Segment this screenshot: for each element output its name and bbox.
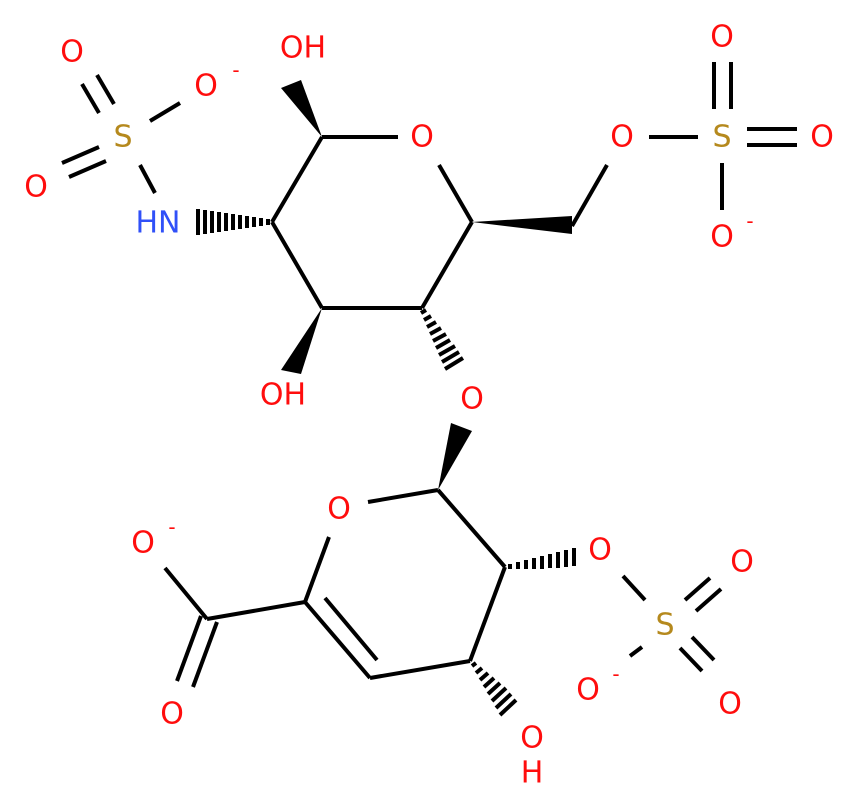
atom-o-ring-bottom: O bbox=[327, 492, 351, 527]
atom-o-carboxylate-minus: O bbox=[131, 526, 155, 561]
atom-o-2sulfate-ester: O bbox=[588, 533, 612, 568]
atom-o-glycosidic: O bbox=[460, 382, 484, 417]
atom-o-nsulfate-eq1: O bbox=[60, 35, 84, 70]
atom-o-carboxylate-eq: O bbox=[160, 697, 184, 732]
charge-6sulfate: - bbox=[746, 209, 753, 233]
charge-carboxylate: - bbox=[168, 515, 175, 539]
atom-s-6sulfate: S bbox=[712, 120, 731, 155]
n-sulfate-bonds bbox=[61, 73, 182, 194]
atom-s-nsulfate: S bbox=[113, 120, 132, 155]
top-ring-bonds bbox=[270, 135, 474, 310]
atom-s-2sulfate: S bbox=[655, 608, 674, 643]
hash-bond-c3prime-oh bbox=[470, 661, 518, 717]
atom-o-2sulfate-bottom: O bbox=[718, 687, 742, 722]
atom-oh-c4-bottom-o: O bbox=[520, 721, 544, 756]
2-sulfate-bonds bbox=[621, 574, 723, 673]
hash-bond-c2-nh bbox=[196, 209, 270, 235]
atom-o-2sulfate-minus: O bbox=[576, 673, 600, 708]
wedge-bond-c5-ch2 bbox=[472, 216, 572, 234]
bottom-ring-bonds bbox=[303, 488, 507, 680]
hash-bond-c2prime-o bbox=[508, 548, 576, 569]
atom-o-6sulfate-right: O bbox=[810, 120, 834, 155]
carboxylate-bonds bbox=[163, 566, 306, 688]
atom-nh: HN bbox=[136, 206, 181, 241]
atom-o-6sulfate-minus: O bbox=[710, 220, 734, 255]
atom-oh-anomeric: OH bbox=[280, 31, 326, 66]
atom-o-2sulfate-top: O bbox=[730, 545, 754, 580]
charge-nsulfate: - bbox=[232, 58, 239, 82]
wedge-bond-c1prime-o bbox=[438, 423, 472, 490]
atom-o-ring-top: O bbox=[410, 120, 434, 155]
6-sulfate-bonds bbox=[570, 62, 797, 227]
charge-2sulfate: - bbox=[612, 662, 619, 686]
atom-oh-c3: OH bbox=[260, 378, 306, 413]
hash-bond-c4-o bbox=[419, 308, 465, 371]
atom-o-6sulfate-top: O bbox=[710, 20, 734, 55]
wedge-bond-c1-oh bbox=[281, 80, 322, 137]
atom-o-nsulfate-minus: O bbox=[194, 69, 218, 104]
atom-o-nsulfate-eq2: O bbox=[24, 170, 48, 205]
atom-oh-c4-bottom-h: H bbox=[521, 756, 544, 791]
wedge-bond-c3-oh bbox=[281, 308, 322, 374]
atom-o-6sulfate-ester: O bbox=[610, 120, 634, 155]
